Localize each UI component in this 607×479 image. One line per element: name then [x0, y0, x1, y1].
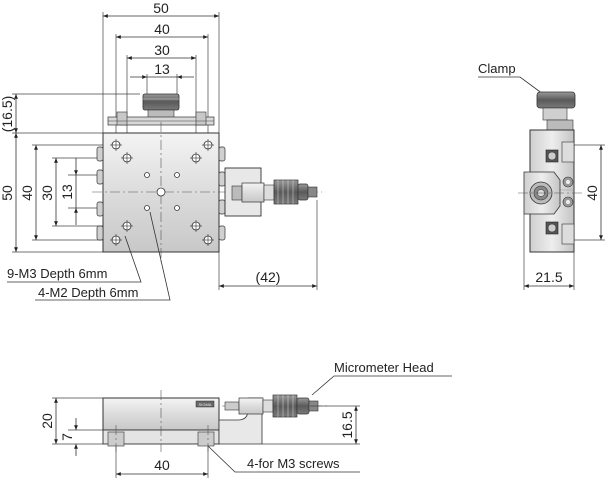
dim-16-5: (16.5) — [0, 96, 15, 133]
dim-40-front: 40 — [154, 457, 170, 473]
callout-screws: 4-for M3 screws — [247, 456, 340, 471]
dim-40-top: 40 — [154, 21, 170, 37]
dim-21-5: 21.5 — [535, 269, 562, 285]
clamp-label: Clamp — [478, 61, 516, 76]
dim-50-top: 50 — [153, 0, 169, 16]
dim-7: 7 — [59, 433, 75, 441]
callout-m3-depth: 9-M3 Depth 6mm — [7, 266, 107, 281]
dim-40-side: 40 — [584, 185, 600, 201]
leader-m2 — [35, 211, 171, 301]
dim-42: (42) — [256, 269, 281, 285]
leader-screws — [207, 445, 360, 473]
dim-30-left: 30 — [39, 185, 55, 201]
m2-holes — [144, 172, 180, 211]
clamp-knob — [142, 93, 180, 119]
dim-13-left: 13 — [59, 184, 75, 200]
dim-16-5-front: 16.5 — [339, 411, 355, 438]
dim-20: 20 — [39, 413, 55, 429]
dim-50-left: 50 — [0, 185, 15, 201]
nameplate — [195, 400, 215, 408]
svg-text:SIGMA: SIGMA — [199, 402, 212, 407]
leader-clamp — [478, 76, 544, 95]
side-view: Clamp 40 21.5 — [478, 61, 605, 290]
micrometer-head-top — [224, 167, 318, 217]
leader-m3 — [7, 235, 142, 283]
leader-micrometer — [311, 375, 452, 396]
dim-13-top: 13 — [154, 61, 170, 77]
top-view: 50 40 30 13 (16.5) 50 40 30 13 — [0, 0, 322, 301]
micrometer-head-label: Micrometer Head — [334, 360, 434, 375]
dim-30-top: 30 — [154, 42, 170, 58]
callout-m2-depth: 4-M2 Depth 6mm — [38, 285, 138, 300]
front-view: SIGMA Micrometer Head 20 7 — [39, 360, 452, 478]
dim-40-left: 40 — [19, 185, 35, 201]
